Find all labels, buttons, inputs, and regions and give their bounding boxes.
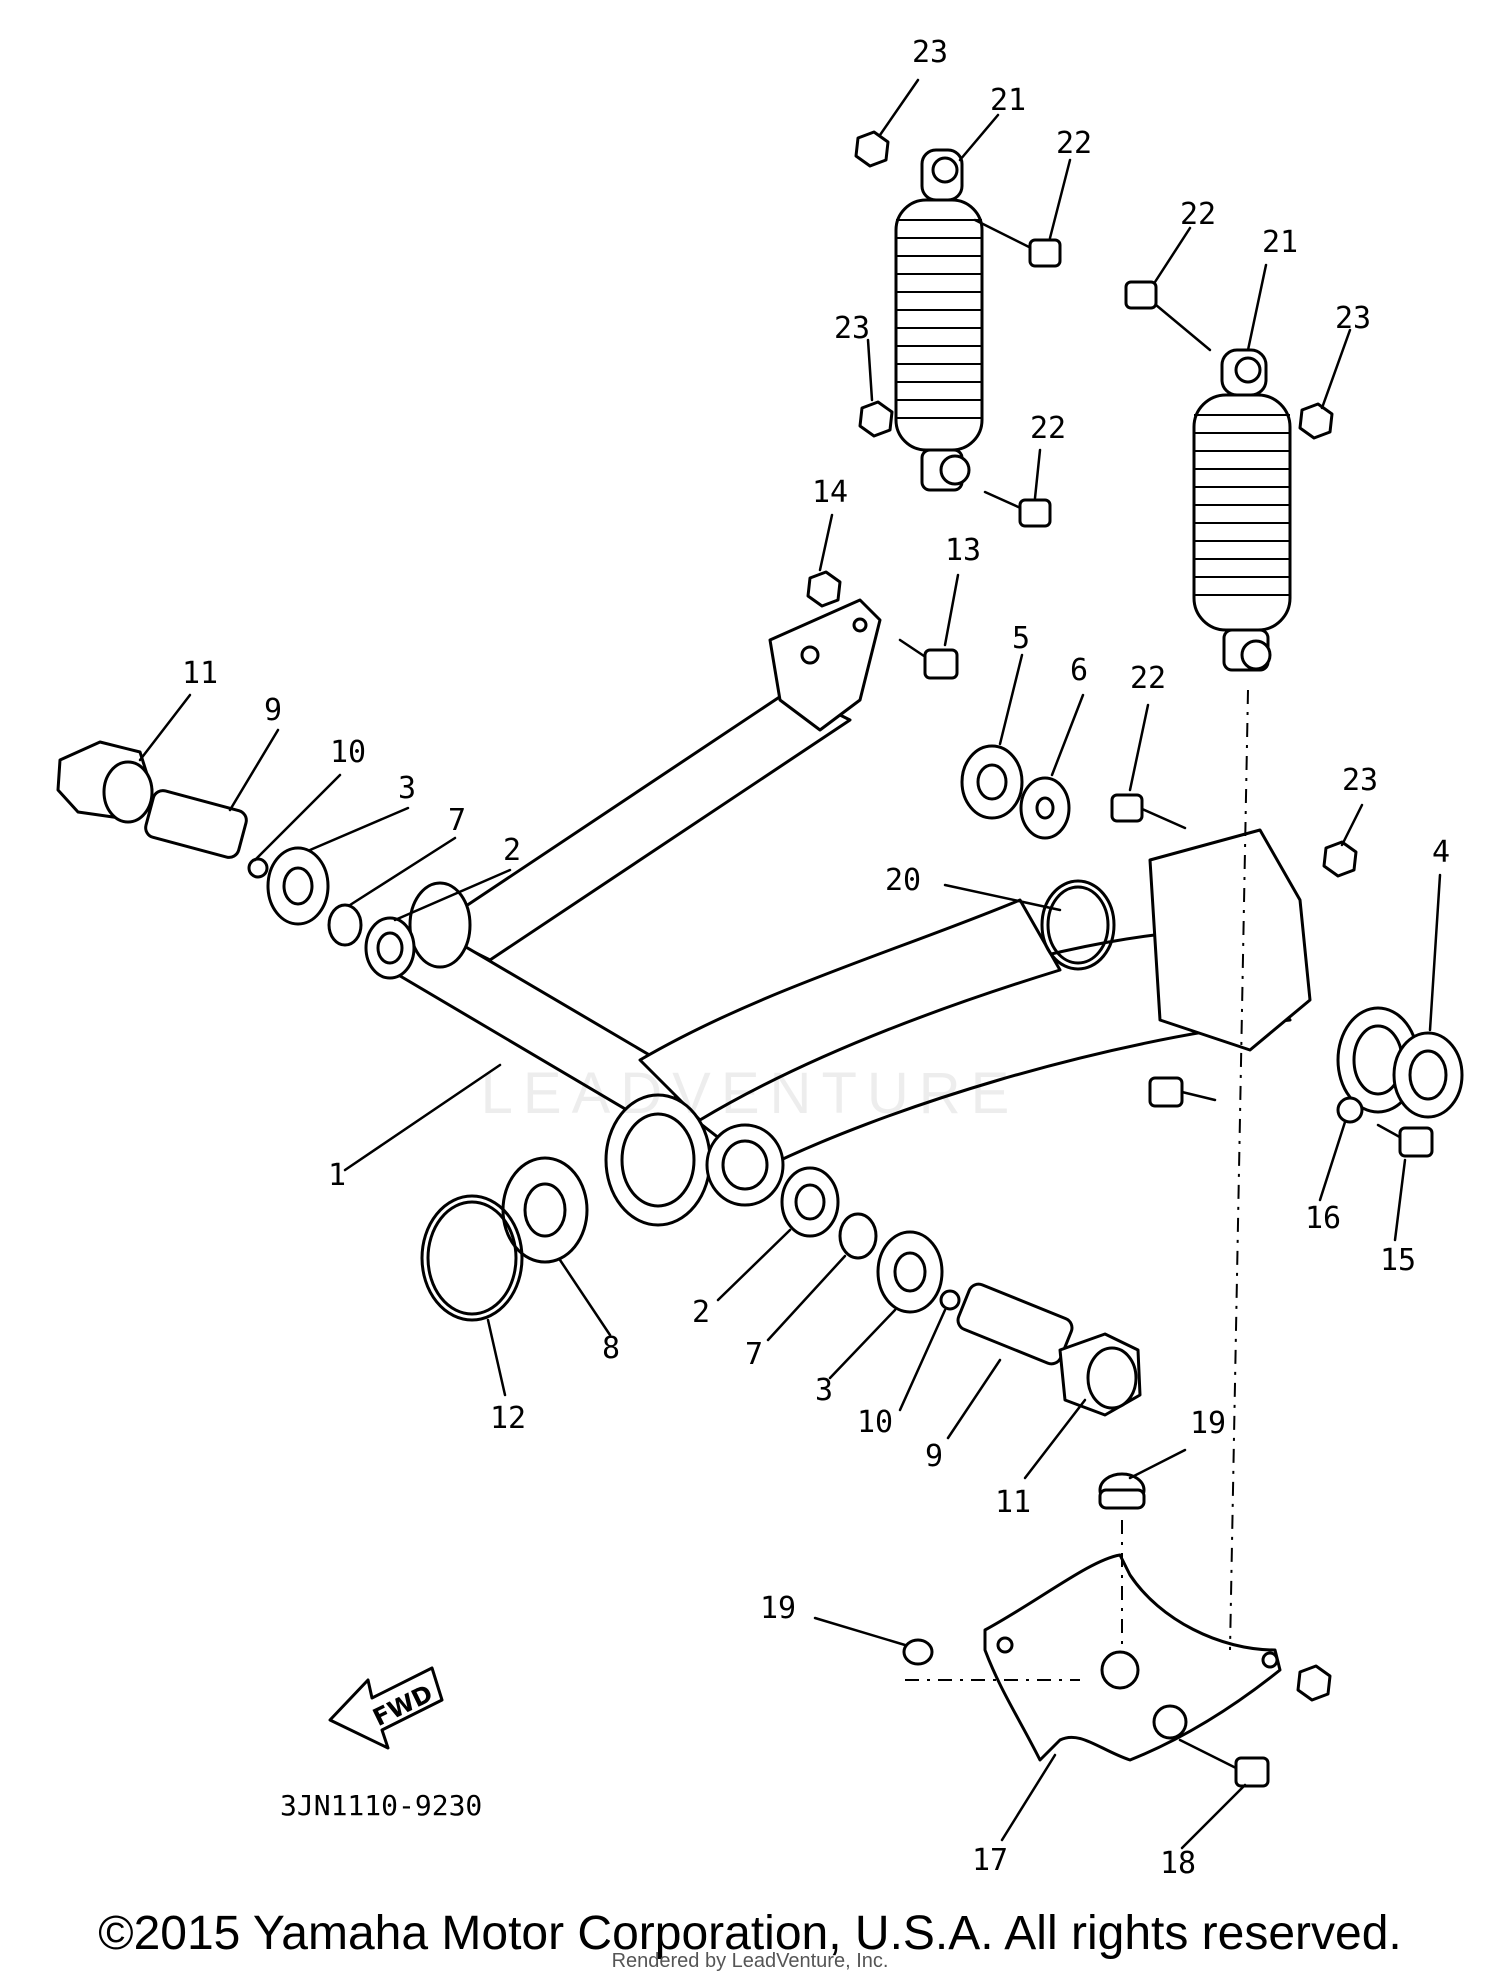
bolt-13 — [898, 638, 959, 680]
callout-3: 3 — [398, 771, 416, 806]
callout-23: 23 — [1342, 763, 1378, 798]
callout-14: 14 — [812, 475, 848, 510]
bolt-9-left — [144, 789, 248, 859]
bolt-22-upper-right — [1124, 280, 1212, 352]
bolt-22-upper-left — [973, 218, 1062, 268]
callout-12: 12 — [490, 1401, 526, 1436]
callout-22: 22 — [1180, 197, 1216, 232]
nut-23-lower-left — [858, 400, 894, 438]
callout-13: 13 — [945, 533, 981, 568]
callout-1: 1 — [328, 1158, 346, 1193]
callout-labels: 23 21 22 23 22 14 13 22 21 23 5 6 22 23 … — [182, 35, 1450, 1881]
clamp-12 — [420, 1194, 524, 1322]
callout-19: 19 — [760, 1591, 796, 1626]
callout-10: 10 — [330, 735, 366, 770]
nut-23-upper-right — [1298, 402, 1334, 440]
copyright-text: ©2015 Yamaha Motor Corporation, U.S.A. A… — [98, 1907, 1402, 1960]
nut-14 — [806, 570, 842, 608]
bearing-2-left — [364, 916, 416, 980]
callout-22: 22 — [1130, 661, 1166, 696]
callout-10: 10 — [857, 1405, 893, 1440]
callout-18: 18 — [1160, 1846, 1196, 1881]
clamp-20 — [1040, 879, 1116, 971]
washer-6 — [1019, 776, 1071, 840]
bolt-18 — [1178, 1738, 1270, 1788]
nut-guard — [1296, 1664, 1332, 1702]
callout-4: 4 — [1432, 835, 1450, 870]
watermark: LEADVENTURE — [480, 1061, 1020, 1126]
callout-11: 11 — [995, 1485, 1031, 1520]
shock-absorber-left — [894, 148, 984, 492]
callout-19: 19 — [1190, 1406, 1226, 1441]
callout-9: 9 — [264, 693, 282, 728]
o-ring-10-right — [939, 1289, 961, 1311]
callout-22: 22 — [1056, 126, 1092, 161]
callout-2: 2 — [503, 833, 521, 868]
callout-20: 20 — [885, 863, 921, 898]
bolt-lower-housing — [1148, 1076, 1217, 1108]
bearing-5 — [960, 744, 1024, 820]
bolt-22-frame — [1110, 793, 1187, 830]
bolt-9-right — [956, 1282, 1074, 1366]
callout-22: 22 — [1030, 411, 1066, 446]
seal-3-right — [876, 1230, 944, 1314]
rubber-19-upper — [1098, 1472, 1146, 1510]
callout-23: 23 — [1335, 301, 1371, 336]
callout-7: 7 — [745, 1337, 763, 1372]
drawing-code: 3JN1110-9230 — [280, 1789, 482, 1822]
callout-2: 2 — [692, 1295, 710, 1330]
callout-15: 15 — [1380, 1243, 1416, 1278]
fwd-arrow: FWD — [328, 1666, 444, 1750]
nut-23-frame — [1322, 840, 1358, 878]
leader-lines — [138, 78, 1442, 1850]
seal-3-left — [266, 846, 330, 926]
swingarm — [388, 598, 1436, 1227]
callout-23: 23 — [834, 311, 870, 346]
callout-23: 23 — [912, 35, 948, 70]
bushing-8 — [501, 1156, 589, 1264]
bolt-22-lower-left — [983, 490, 1052, 528]
rendered-by-text: Rendered by LeadVenture, Inc. — [611, 1950, 889, 1972]
callout-17: 17 — [972, 1843, 1008, 1878]
rubber-19-lower — [902, 1638, 934, 1666]
callout-6: 6 — [1070, 653, 1088, 688]
seal-4 — [1392, 1031, 1464, 1119]
callout-21: 21 — [1262, 225, 1298, 260]
callout-5: 5 — [1012, 621, 1030, 656]
o-ring-10-left — [247, 857, 269, 879]
bolt-15 — [1376, 1123, 1434, 1158]
nut-23-upper-left — [854, 130, 890, 168]
guard-17 — [983, 1553, 1282, 1762]
shock-absorber-right — [1192, 348, 1292, 672]
collar-7-left — [327, 903, 363, 947]
collar-7-right — [838, 1212, 878, 1260]
callout-16: 16 — [1305, 1201, 1341, 1236]
callout-9: 9 — [925, 1439, 943, 1474]
callout-8: 8 — [602, 1331, 620, 1366]
callout-7: 7 — [448, 803, 466, 838]
nut-11-left — [56, 740, 154, 824]
nut-11-right — [1058, 1332, 1142, 1417]
bearing-2-right — [780, 1166, 840, 1238]
callout-11: 11 — [182, 656, 218, 691]
callout-21: 21 — [990, 83, 1026, 118]
callout-3: 3 — [815, 1373, 833, 1408]
washer-16 — [1336, 1096, 1364, 1124]
